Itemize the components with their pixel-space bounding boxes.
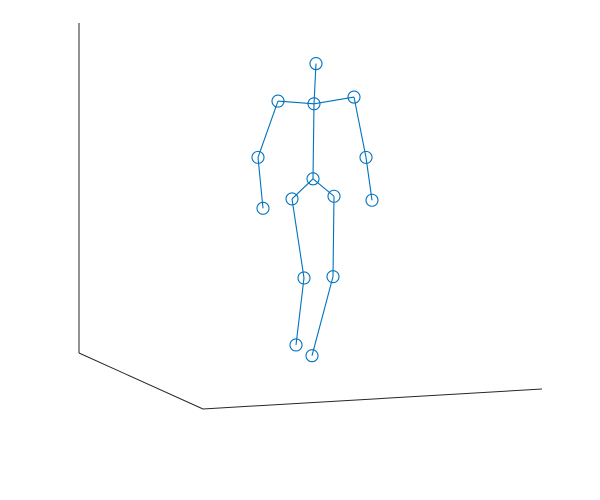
joint-right-shoulder [347,90,361,104]
joint-left-elbow [251,150,265,164]
bone-right-shoulder-to-right-elbow [353,96,367,158]
joint-head [309,57,323,71]
joint-neck [307,97,321,111]
bone-right-knee-to-right-ankle [311,276,334,356]
bone-neck-to-pelvis [312,103,315,179]
bone-head-to-neck [313,63,317,104]
bones-group [257,63,373,356]
joint-right-ankle [305,349,319,363]
bone-left-hip-to-left-knee [291,198,305,279]
joint-right-wrist [365,193,379,207]
joints-group [251,57,379,363]
bone-right-elbow-to-right-wrist [365,157,373,201]
joint-left-ankle [289,338,303,352]
joint-left-hip [285,192,299,206]
bone-left-knee-to-left-ankle [295,277,305,346]
right-floor-axis-line [202,388,543,410]
bone-pelvis-to-right-hip [312,178,335,197]
left-floor-axis-line [78,352,204,410]
bone-pelvis-to-left-hip [291,178,314,200]
joint-left-shoulder [271,94,285,108]
axes-box [78,23,543,410]
joint-right-knee [326,270,340,284]
bone-right-hip-to-right-knee [332,196,335,277]
bone-neck-to-right-shoulder [313,96,355,105]
joint-right-elbow [359,150,373,164]
joint-left-wrist [256,201,270,215]
joint-left-knee [297,271,311,285]
bone-left-elbow-to-left-wrist [257,157,264,209]
joint-right-hip [327,189,341,203]
joint-pelvis [306,172,320,186]
bone-left-shoulder-to-left-elbow [257,100,279,158]
